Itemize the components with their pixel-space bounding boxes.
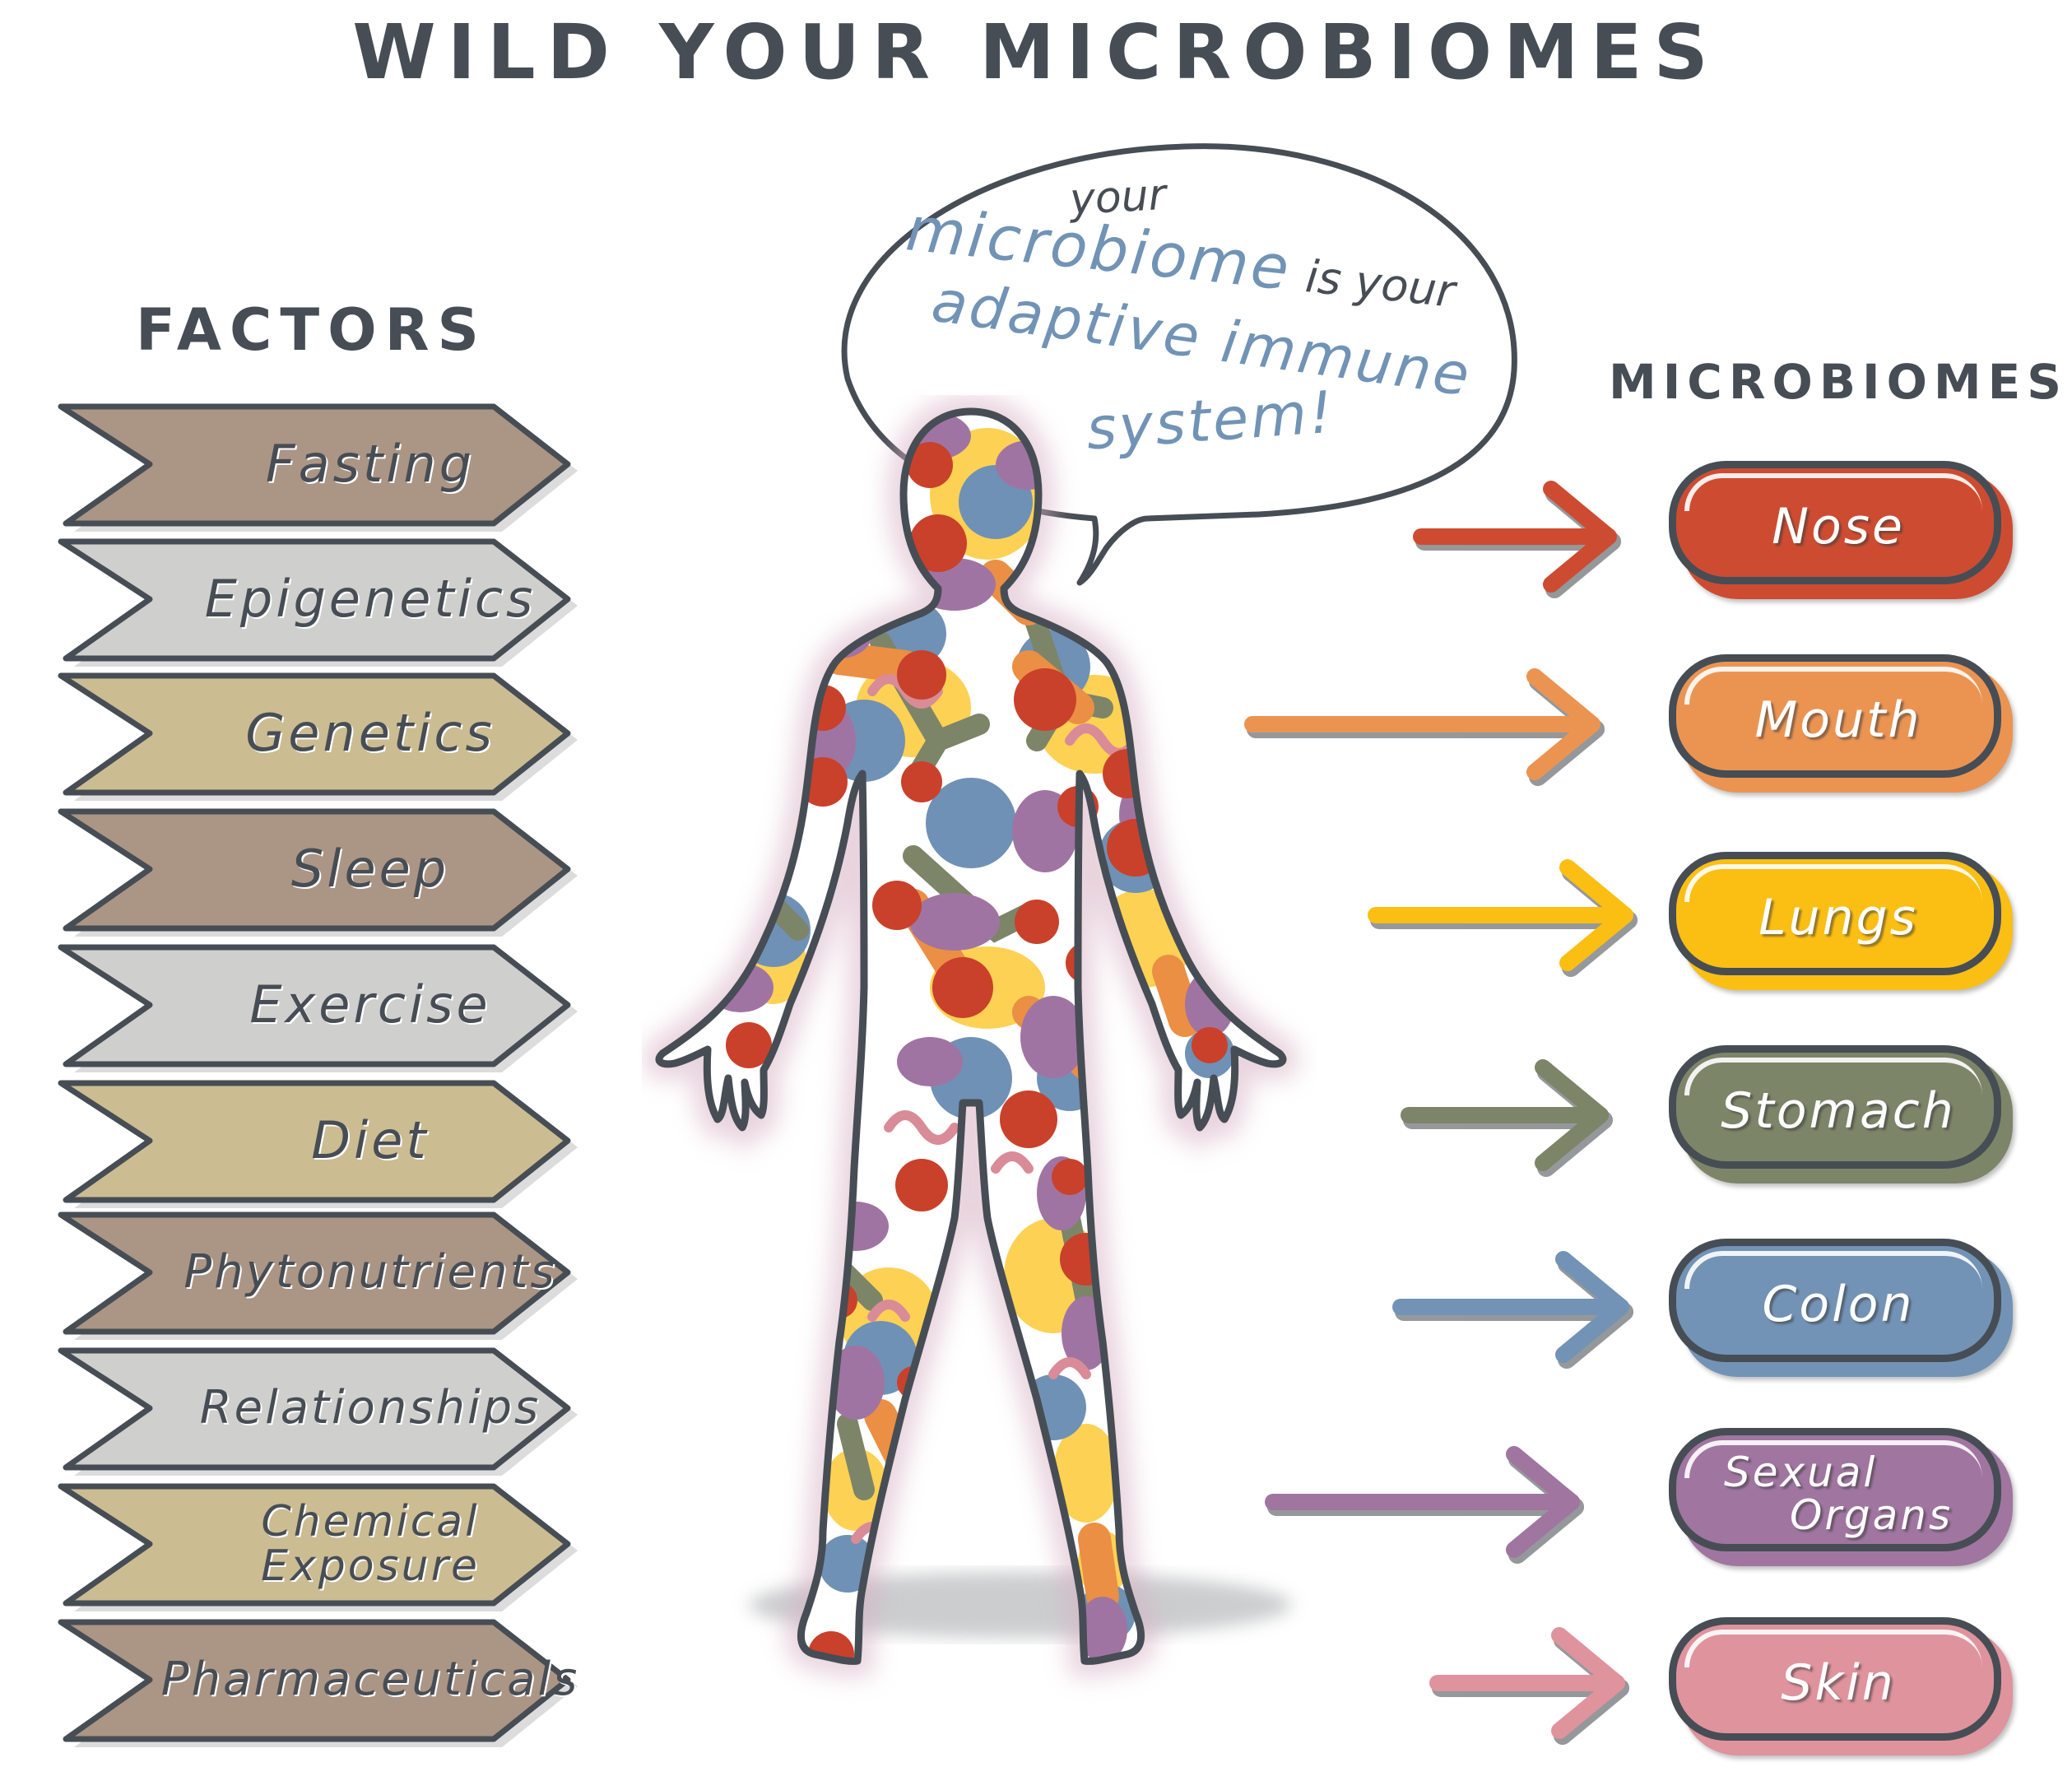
factor-label: Sleep	[290, 839, 450, 899]
factor-label-line-2: Exposure	[261, 1542, 480, 1591]
factor-label: Pharmaceuticals	[160, 1653, 580, 1706]
factor-arrow-relationships: Relationships	[49, 1346, 584, 1476]
factor-arrow-epigenetics: Epigenetics	[49, 537, 584, 667]
microbiome-skin: Skin	[1669, 1617, 2013, 1755]
pill-body	[1669, 1045, 2001, 1169]
pill-body	[1669, 1617, 2001, 1741]
chevron-banner-icon	[58, 808, 578, 937]
arrow-to-lungs-icon	[1366, 858, 1650, 984]
microbiome-label: Skin	[1781, 1654, 1896, 1712]
page-title: WILD YOUR MICROBIOMES	[352, 8, 1720, 96]
microbiome-label: Colon	[1762, 1276, 1915, 1333]
chevron-banner-icon	[58, 1080, 578, 1208]
microbiome-colon: Colon	[1669, 1239, 2013, 1377]
chevron-banner-icon	[58, 403, 578, 532]
microbiome-label: Stomach	[1721, 1082, 1956, 1140]
microbiome-label: Lungs	[1758, 889, 1918, 946]
chevron-banner-icon	[58, 672, 578, 801]
factor-arrow-sleep: Sleep	[49, 807, 584, 937]
chevron-banner-icon	[58, 1347, 578, 1476]
factor-label: Epigenetics	[204, 569, 537, 629]
factor-label: Relationships	[199, 1381, 541, 1435]
arrow-to-skin-icon	[1428, 1625, 1642, 1752]
microbiome-label-line-1: Sexual	[1723, 1449, 1878, 1496]
factor-label: Exercise	[249, 974, 491, 1035]
factor-label: Phytonutrients	[184, 1245, 557, 1299]
microbiome-label: Mouth	[1754, 691, 1922, 749]
microbiomes-heading: MICROBIOMES	[1609, 354, 2069, 410]
microbiome-label: Nose	[1772, 498, 1905, 556]
microbiome-lungs: Lungs	[1669, 852, 2013, 990]
pill-body	[1669, 654, 2001, 778]
microbiome-label-line-2: Organs	[1789, 1491, 1954, 1539]
human-figure	[642, 395, 1317, 1778]
arrow-to-colon-icon	[1391, 1249, 1646, 1376]
factor-label: Diet	[311, 1110, 430, 1170]
factor-label: Genetics	[245, 703, 495, 763]
microbiome-nose: Nose	[1669, 461, 2013, 599]
factor-arrow-pharmaceuticals: Pharmaceuticals	[49, 1617, 584, 1747]
chevron-banner-icon	[58, 1211, 578, 1340]
pill-body	[1669, 852, 2001, 975]
factor-label: Fasting	[265, 434, 476, 494]
arrow-to-nose-icon	[1411, 479, 1633, 606]
chevron-banner-icon	[58, 944, 578, 1072]
chevron-banner-icon	[58, 1619, 578, 1747]
factor-arrow-diet: Diet	[49, 1078, 584, 1208]
arrow-to-stomach-icon	[1399, 1058, 1625, 1184]
pill-body	[1669, 1239, 2001, 1362]
pill-body	[1669, 461, 2001, 584]
factor-arrow-fasting: Fasting	[49, 402, 584, 532]
factors-heading: FACTORS	[136, 296, 487, 364]
factor-arrow-exercise: Exercise	[49, 942, 584, 1072]
arrow-to-sexual-organs-icon	[1263, 1444, 1596, 1571]
arrow-to-mouth-icon	[1243, 667, 1617, 793]
chevron-banner-icon	[58, 538, 578, 667]
chevron-banner-icon	[58, 1483, 578, 1611]
microbiome-stomach: Stomach	[1669, 1045, 2013, 1183]
microbiome-mouth: Mouth	[1669, 654, 2013, 793]
pill-body	[1669, 1428, 2001, 1551]
factor-arrow-genetics: Genetics	[49, 671, 584, 801]
factor-arrow-phytonutrients: Phytonutrients	[49, 1210, 584, 1340]
factor-label-line-1: Chemical	[261, 1497, 480, 1546]
microbe-body-icon	[642, 395, 1317, 1778]
bubble-line-2-rest: is your	[1303, 250, 1458, 318]
